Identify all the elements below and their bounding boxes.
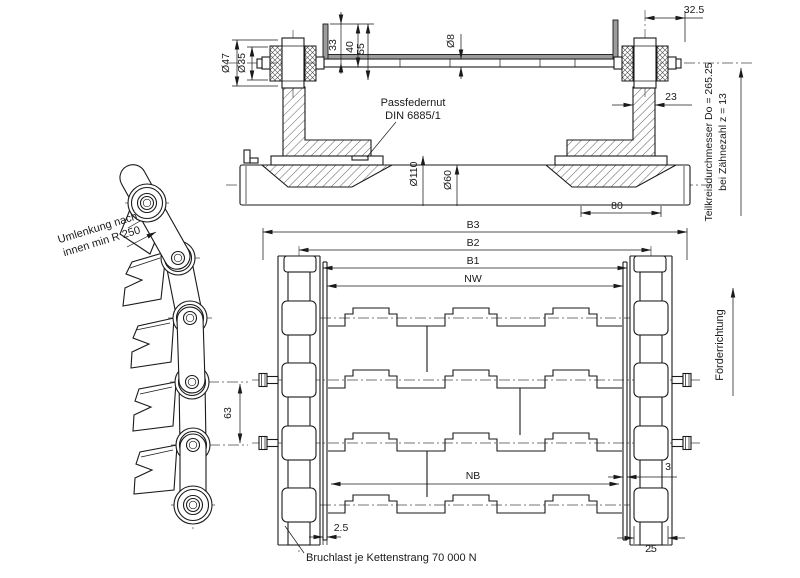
dim-label-h3: 55 (355, 43, 367, 55)
right-chain-bolts (671, 372, 692, 451)
dim-nb: NB (330, 470, 620, 487)
keyway-note-line2: DIN 6885/1 (385, 110, 441, 122)
dim-widths: B3 B2 B1 NW (262, 219, 688, 292)
dim-shaft-hub: Ø110 Ø60 80 (408, 155, 662, 217)
dim-label-nw: NW (464, 273, 482, 285)
dim-offset: 32.5 (644, 4, 705, 42)
breaking-load-note: Bruchlast je Kettenstrang 70 000 N (284, 525, 477, 564)
chain-detail: 63 Umlenkung nach innen min R 250 (56, 164, 248, 533)
dim-details: 2.5 25 3 (309, 461, 685, 555)
dim-label-b3: B3 (467, 219, 480, 231)
dim-label-hub-len: 80 (611, 200, 623, 212)
dim-label-b2: B2 (467, 237, 480, 249)
chain-links (119, 164, 213, 525)
right-hub (544, 86, 677, 188)
left-chain-bolts (258, 372, 279, 451)
dim-label-rod: Ø8 (445, 34, 457, 48)
dim-label-gap: 2.5 (334, 522, 349, 534)
breaking-load-label: Bruchlast je Kettenstrang 70 000 N (306, 552, 477, 564)
dim-bar-heights: 33 40 55 (327, 12, 374, 81)
top-view: Ø47 Ø35 33 40 55 Ø8 (220, 4, 752, 217)
pitch-circle-line1: Teilkreisdurchmesser Do = 265.25 (703, 62, 715, 221)
right-wing-flange (612, 19, 619, 60)
left-chain-strand (258, 255, 328, 546)
dim-label-h2: 40 (344, 41, 356, 53)
dim-label-wheel-od: Ø47 (220, 53, 232, 73)
dim-wheel-diameters: Ø47 Ø35 (220, 39, 278, 87)
keyway-note-line1: Passfedernut (381, 97, 446, 109)
dim-label-nb: NB (466, 470, 481, 482)
dim-label-h1: 33 (327, 39, 339, 51)
dim-label-shaft-od: Ø60 (442, 170, 454, 190)
direction-label: Förderrichtung (714, 309, 726, 381)
right-chain-wheel (613, 37, 682, 89)
dim-pitch: 63 (222, 383, 243, 444)
dim-label-flange-od: Ø110 (408, 161, 420, 186)
dim-label-roller-w: 25 (645, 543, 657, 555)
pitch-circle-line2: bei Zähnezahl z = 13 (717, 93, 729, 191)
dim-rod: Ø8 (445, 34, 464, 79)
slat-plates (327, 307, 623, 514)
dim-label-plate-t: 3 (665, 461, 671, 473)
dim-label-pitch: 63 (222, 407, 234, 419)
keyway-note: Passfedernut DIN 6885/1 (366, 97, 446, 158)
dim-hub-width: 23 (612, 91, 692, 108)
left-hub (260, 86, 393, 188)
dim-label-b1: B1 (467, 255, 480, 267)
left-wing-flange (322, 23, 329, 60)
slat-bar (322, 19, 619, 68)
dim-label-hub-width: 23 (665, 91, 677, 103)
pitch-circle-note: Teilkreisdurchmesser Do = 265.25 bei Zäh… (703, 62, 744, 222)
direction-arrow: Förderrichtung (714, 287, 736, 396)
left-chain-wheel (256, 37, 325, 89)
dim-label-wheel-id: Ø35 (236, 53, 248, 73)
dim-label-offset: 32.5 (684, 4, 705, 16)
annotations: Teilkreisdurchmesser Do = 265.25 bei Zäh… (284, 62, 744, 564)
right-chain-strand (622, 255, 692, 546)
plan-view: B3 B2 B1 NW NB 2.5 25 (252, 219, 736, 555)
